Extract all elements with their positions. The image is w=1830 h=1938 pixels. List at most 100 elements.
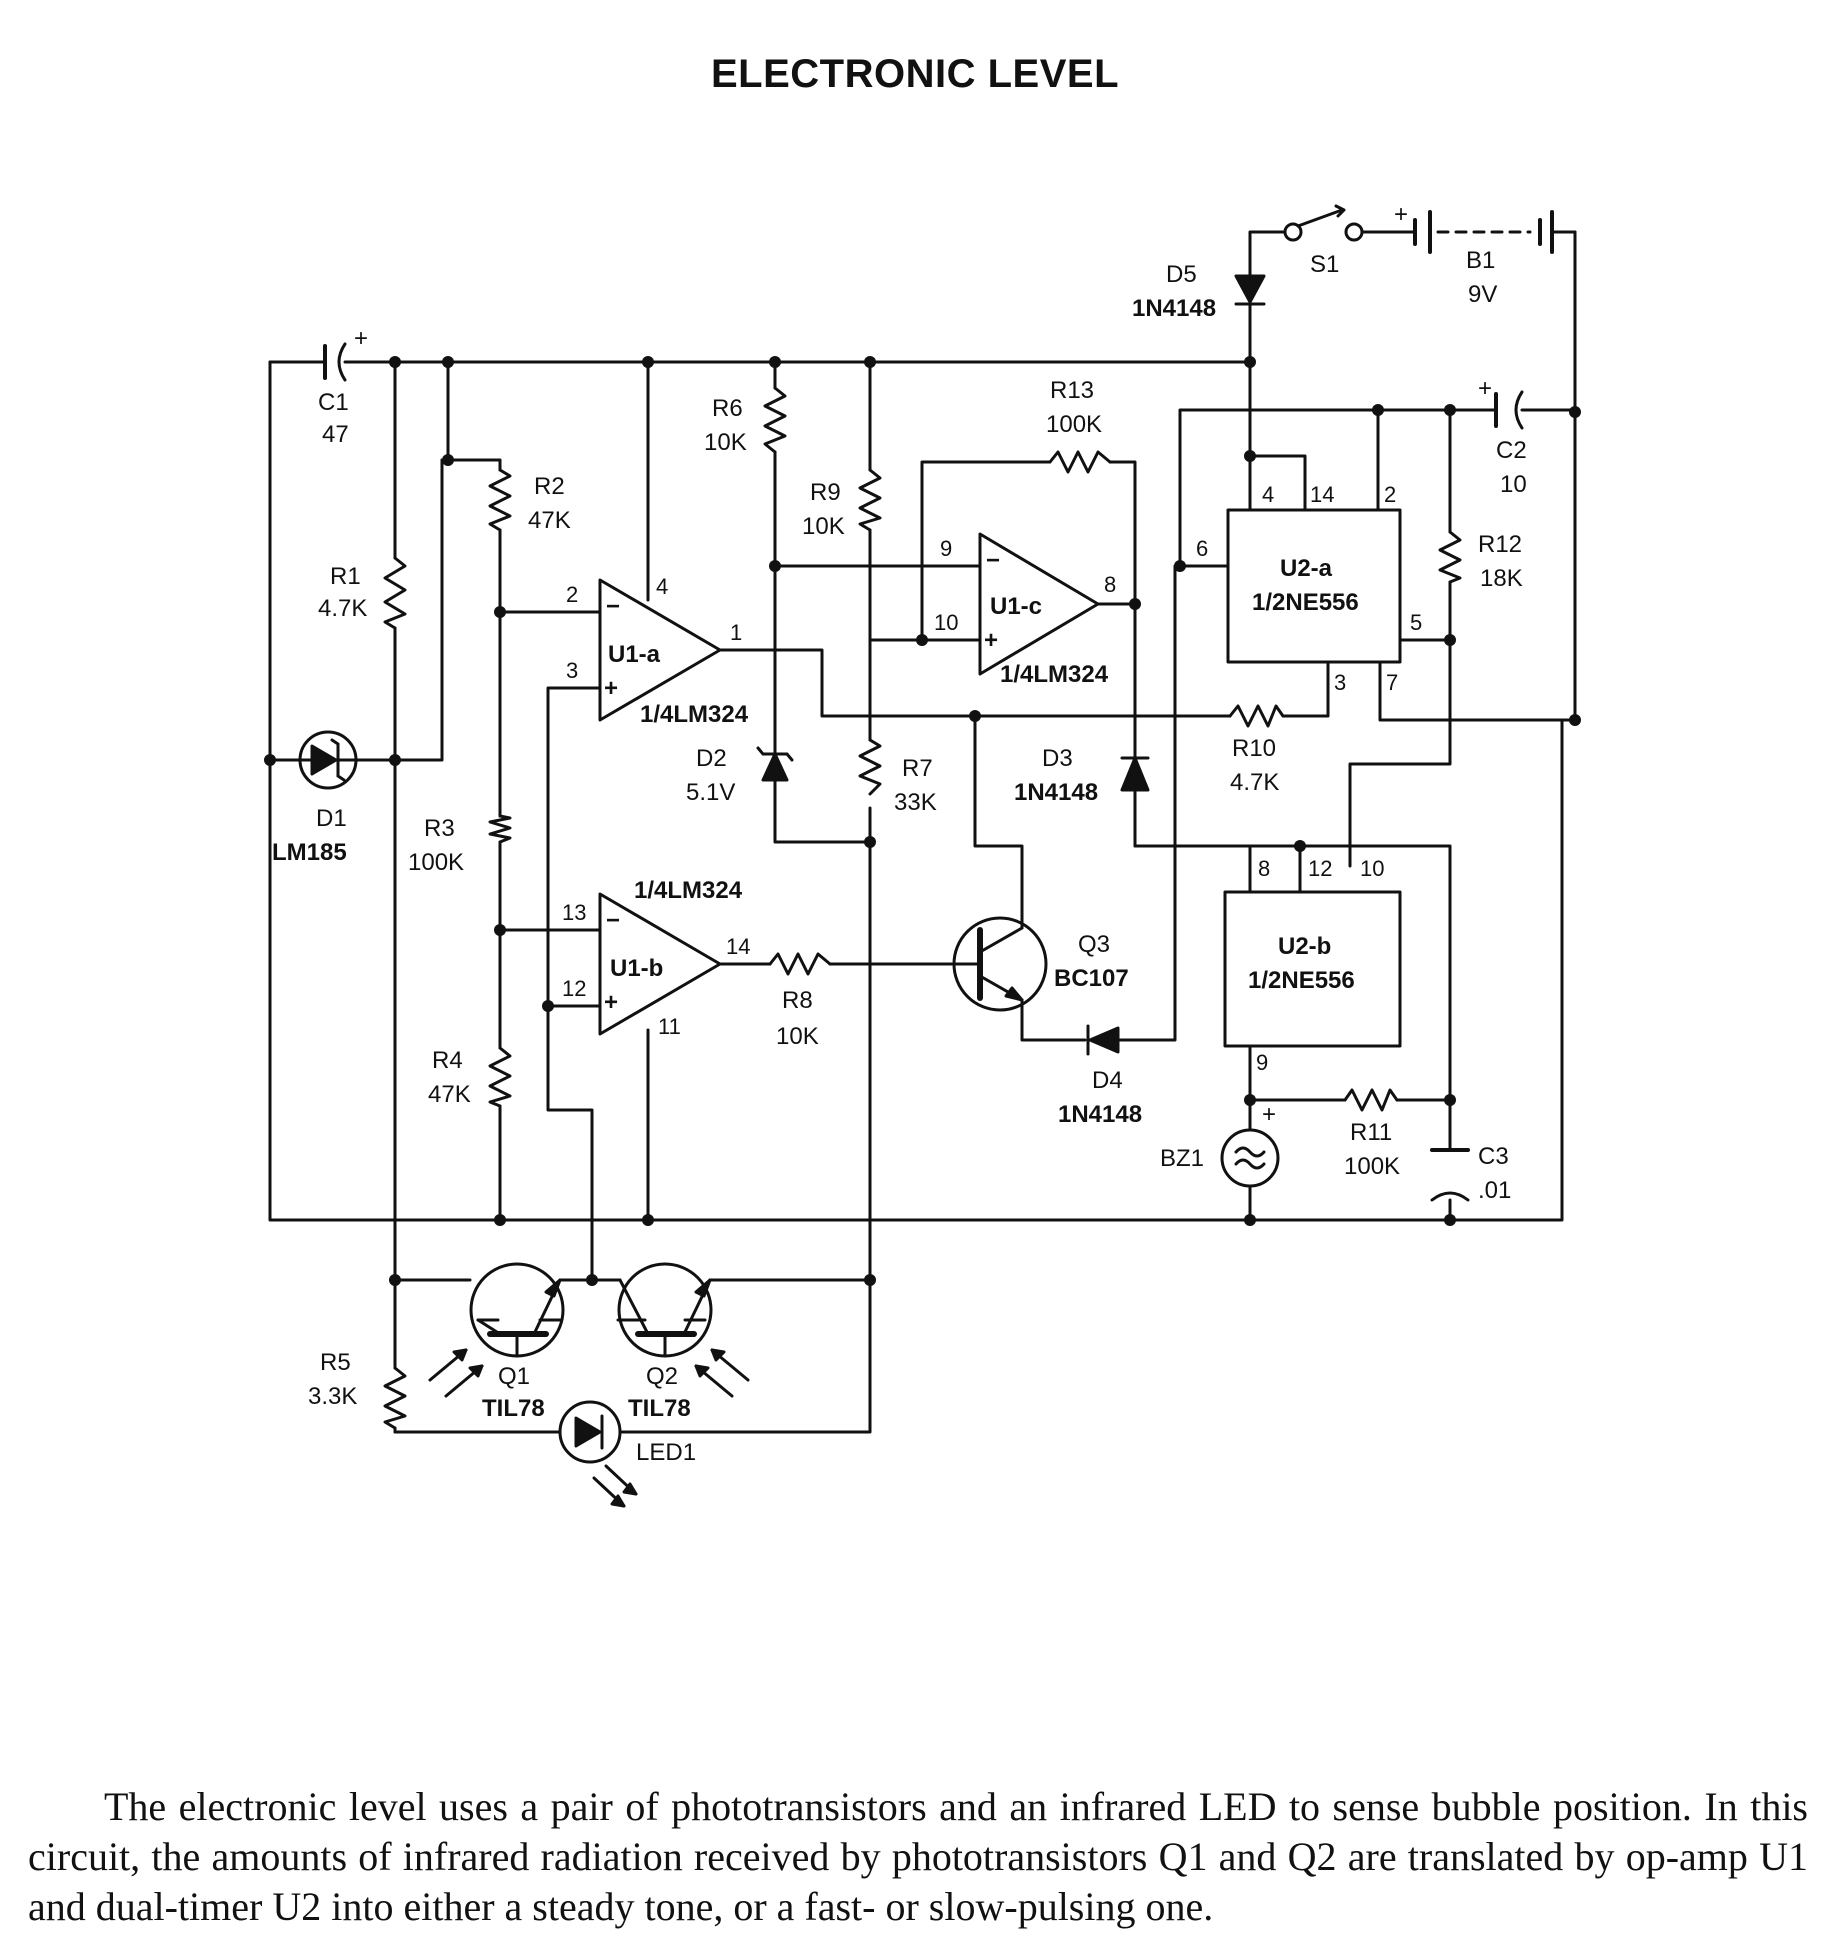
c2-ref: C2: [1496, 437, 1527, 464]
u1b-pin-12: 12: [562, 976, 586, 1001]
u1c-pin-10: 10: [934, 610, 958, 635]
d4-ref: D4: [1092, 1067, 1123, 1094]
q1-ref: Q1: [498, 1363, 530, 1390]
u1b-pin-13: 13: [562, 900, 586, 925]
d1-value: LM185: [272, 839, 347, 866]
r11-value: 100K: [1344, 1153, 1400, 1180]
r13-symbol: [1048, 450, 1112, 474]
bz1-plus: +: [1262, 1101, 1276, 1128]
u2a-pin-4: 4: [1262, 482, 1274, 507]
wires: [268, 230, 1577, 1434]
r12-symbol: [1438, 530, 1462, 584]
b1-value: 9V: [1468, 281, 1497, 308]
u1a-value: 1/4LM324: [640, 701, 749, 728]
u1a-pin-3: 3: [566, 658, 578, 683]
u2b-ref: U2-b: [1278, 933, 1331, 960]
r6-symbol: [763, 386, 787, 454]
u1c-minus: −: [986, 547, 1000, 574]
r5-ref: R5: [320, 1349, 351, 1376]
timers: [1223, 508, 1402, 1048]
c2-value: 10: [1500, 471, 1527, 498]
u1a-pin-4: 4: [656, 574, 668, 599]
c2-plus: +: [1478, 375, 1492, 402]
u2b-pin-9: 9: [1256, 1050, 1268, 1075]
transistors: [428, 916, 1048, 1398]
labels: + + + + C1 47 C2 10 C3 .01 R1 4.7K R2 47…: [272, 201, 1527, 1466]
diagram-title: ELECTRONIC LEVEL: [710, 52, 1120, 96]
r2-ref: R2: [534, 473, 565, 500]
d5-value: 1N4148: [1132, 295, 1216, 322]
d3-value: 1N4148: [1014, 779, 1098, 806]
schematic: + + + + C1 47 C2 10 C3 .01 R1 4.7K R2 47…: [264, 201, 1581, 1508]
u1b-minus: −: [606, 907, 620, 934]
r8-ref: R8: [782, 987, 813, 1014]
caption-text: The electronic level uses a pair of phot…: [28, 1784, 1808, 1929]
r1-symbol: [383, 556, 407, 630]
u2a-pin-2: 2: [1384, 482, 1396, 507]
bz1-symbol: [1220, 1128, 1280, 1188]
u2a-pin-6: 6: [1196, 536, 1208, 561]
r7-value: 33K: [894, 789, 937, 816]
q2-value: TIL78: [628, 1395, 691, 1422]
d1-ref: D1: [316, 805, 347, 832]
opamps: [598, 532, 1100, 1036]
u1b-pin-11: 11: [658, 1014, 681, 1039]
r4-symbol: [488, 1046, 512, 1108]
u1b-pin-14: 14: [726, 934, 750, 959]
bz1-ref: BZ1: [1160, 1145, 1204, 1172]
r5-value: 3.3K: [308, 1383, 357, 1410]
u2a-ref: U2-a: [1280, 555, 1333, 582]
u2a-pin-7: 7: [1386, 670, 1398, 695]
u1a-triangle: [598, 578, 722, 722]
led1-ref: LED1: [636, 1439, 696, 1466]
q3-ref: Q3: [1078, 931, 1110, 958]
junction-dots: [264, 356, 1581, 1286]
c1-plus: +: [354, 325, 368, 352]
b1-plus: +: [1394, 201, 1408, 228]
r9-ref: R9: [810, 479, 841, 506]
u1a-pin-2: 2: [566, 582, 578, 607]
r7-ref: R7: [902, 755, 933, 782]
u2a-box: [1226, 508, 1402, 664]
d3-ref: D3: [1042, 745, 1073, 772]
r4-value: 47K: [428, 1081, 471, 1108]
u2b-pin-10: 10: [1360, 856, 1384, 881]
u2a-pin-14: 14: [1310, 482, 1334, 507]
r6-ref: R6: [712, 395, 743, 422]
r11-symbol: [1343, 1088, 1399, 1112]
r3-ref: R3: [424, 815, 455, 842]
q2-ref: Q2: [646, 1363, 678, 1390]
r5-symbol: [383, 1366, 407, 1430]
u1a-plus: +: [604, 675, 618, 702]
switch-battery: [1283, 204, 1577, 254]
caption: The electronic level uses a pair of phot…: [28, 1782, 1808, 1932]
r12-value: 18K: [1480, 565, 1523, 592]
q1-value: TIL78: [482, 1395, 545, 1422]
u1a-pin-1: 1: [730, 620, 742, 645]
u1b-plus: +: [604, 989, 618, 1016]
d5-ref: D5: [1166, 261, 1197, 288]
r1-value: 4.7K: [318, 595, 367, 622]
u1a-minus: −: [606, 593, 620, 620]
r10-ref: R10: [1232, 735, 1276, 762]
r9-symbol: [858, 468, 882, 532]
r7-symbol: [858, 738, 882, 796]
c1-ref: C1: [318, 389, 349, 416]
r1-ref: R1: [330, 563, 361, 590]
r12-ref: R12: [1478, 531, 1522, 558]
r2-value: 47K: [528, 507, 571, 534]
d2-ref: D2: [696, 745, 727, 772]
r8-symbol: [768, 952, 832, 976]
u2a-value: 1/2NE556: [1252, 589, 1359, 616]
r6-value: 10K: [704, 429, 747, 456]
u1c-ref: U1-c: [990, 593, 1042, 620]
c3-ref: C3: [1478, 1143, 1509, 1170]
u2b-pin-8: 8: [1258, 856, 1270, 881]
u1b-ref: U1-b: [610, 955, 663, 982]
d4-value: 1N4148: [1058, 1101, 1142, 1128]
u2b-box: [1223, 890, 1402, 1048]
r10-symbol: [1228, 704, 1285, 728]
u2a-pin-5: 5: [1410, 610, 1422, 635]
b1-ref: B1: [1466, 247, 1495, 274]
q3-circle: [952, 916, 1048, 1012]
